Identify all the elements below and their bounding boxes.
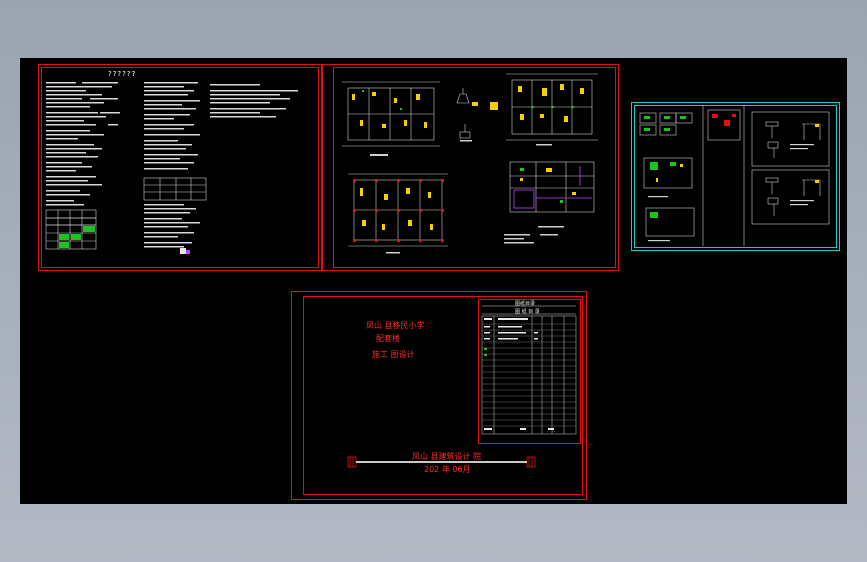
index-table-frame[interactable]	[478, 299, 581, 444]
sheet-cover-outer-frame[interactable]	[291, 291, 587, 500]
cover-project-name: 凤山 县移民小学	[366, 321, 425, 330]
sheet-plans-inner-frame	[333, 67, 616, 268]
sheet-notes-outer-frame[interactable]	[38, 64, 322, 271]
sheet-plans-drawings	[342, 73, 598, 254]
sheet-cover-inner-frame	[303, 296, 583, 495]
sheet-notes-title: ??????	[108, 70, 137, 78]
sheet-plans-outer-frame[interactable]	[322, 64, 619, 271]
cover-drawing-stage: 施工 图设计	[372, 350, 415, 359]
cover-design-institute: 凤山 县建筑设计 院	[412, 452, 482, 461]
cover-building-name: 配套楼	[376, 334, 400, 343]
sheet-details-drawings	[639, 105, 830, 246]
sheet-notes-text-blocks	[45, 82, 298, 254]
drawing-canvas[interactable]: ??????	[20, 58, 847, 504]
sheet-notes-inner-frame	[41, 67, 319, 268]
sheet-details-outer-frame[interactable]	[631, 102, 840, 251]
index-table-grid	[481, 305, 577, 435]
sheet-details-inner-frame	[634, 105, 837, 248]
index-table-header: 图纸目录	[515, 301, 536, 307]
index-table-subheader: 图 纸 目 录	[515, 309, 540, 315]
cover-date: 202 年 06月	[424, 465, 471, 474]
cover-title-bar	[347, 456, 536, 468]
